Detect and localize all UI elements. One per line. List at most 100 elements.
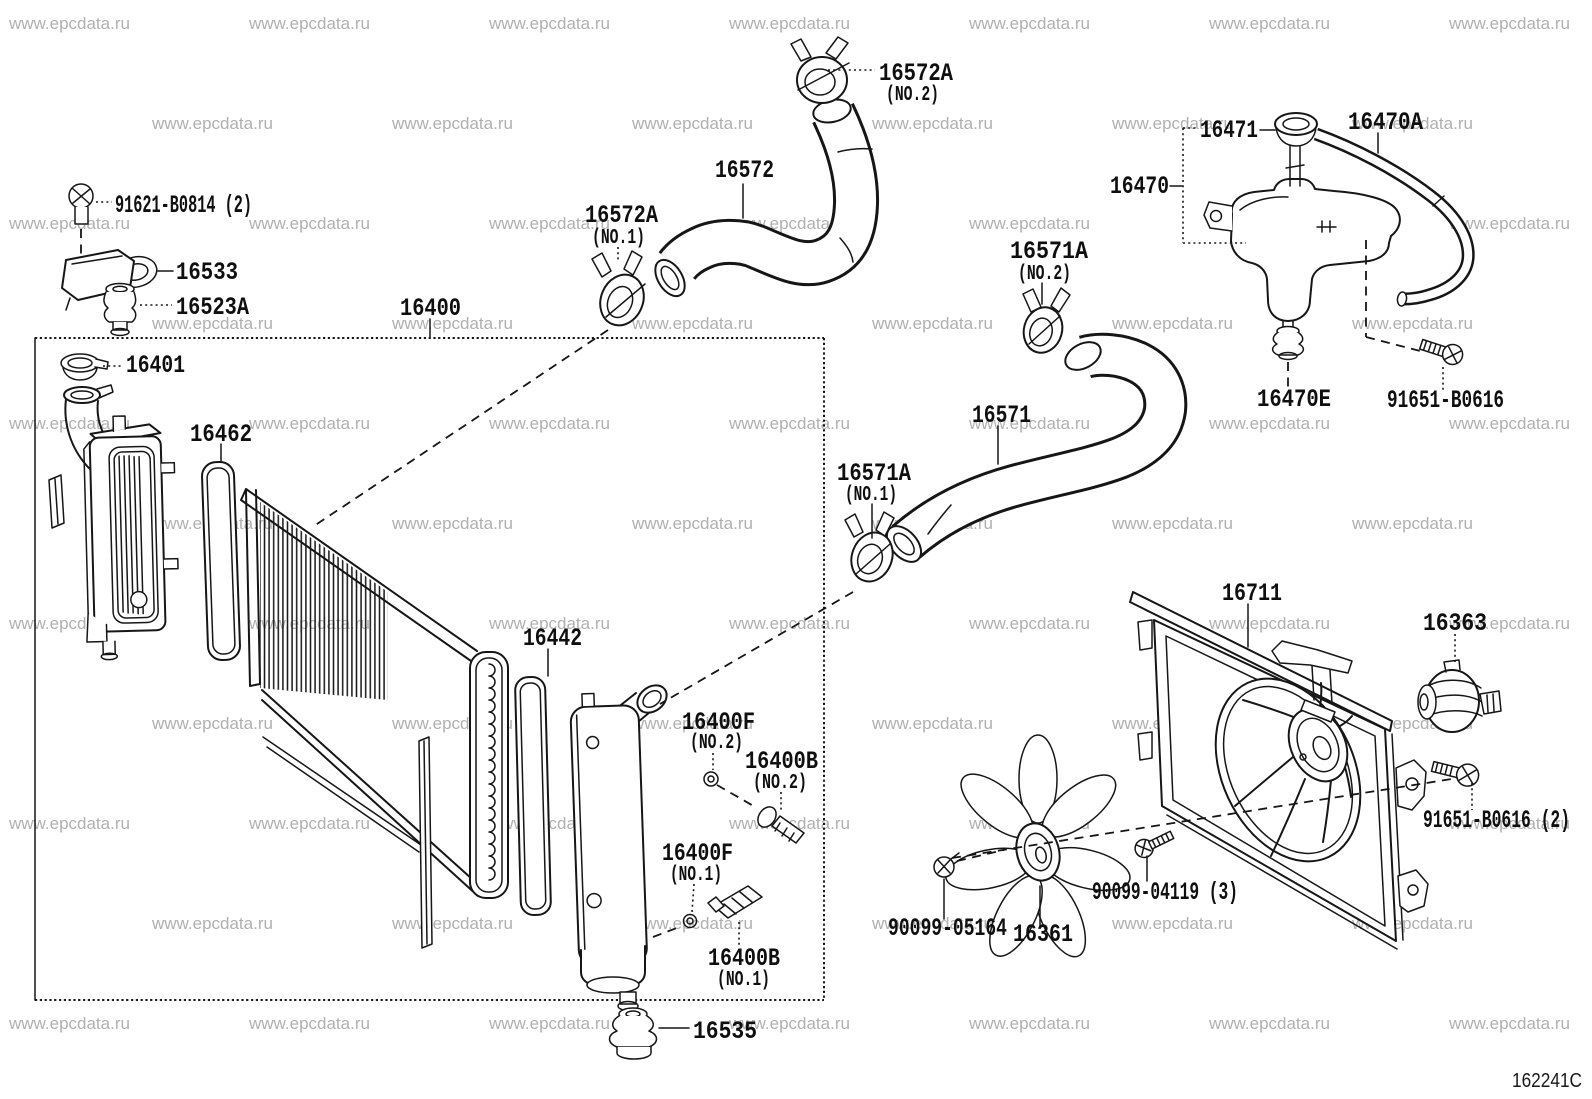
watermark: www.epcdata.ru bbox=[728, 614, 850, 633]
watermark: www.epcdata.ru bbox=[1448, 1014, 1570, 1033]
label-16400B-no2: 16400B bbox=[745, 747, 818, 776]
label-16571A-no1: 16571A bbox=[837, 459, 911, 488]
radiator-assy-box bbox=[34, 318, 825, 1001]
bolt-91651-B0616-2-drawing bbox=[1430, 760, 1480, 810]
watermark: www.epcdata.ru bbox=[1448, 614, 1570, 633]
gasket-16462-drawing bbox=[201, 460, 241, 662]
label-16400: 16400 bbox=[400, 294, 461, 323]
watermark: www.epcdata.ru bbox=[1208, 414, 1330, 433]
label-16401: 16401 bbox=[126, 351, 185, 380]
label-90099-04119: 90099-04119 (3) bbox=[1092, 878, 1238, 907]
label-16400B-no1-sub: (NO.1) bbox=[717, 969, 770, 992]
watermark: www.epcdata.ru bbox=[391, 914, 513, 933]
watermark: www.epcdata.ru bbox=[728, 414, 850, 433]
watermark: www.epcdata.ru bbox=[248, 1014, 370, 1033]
bolt-91651-B0616-drawing bbox=[1365, 240, 1464, 391]
label-16470A: 16470A bbox=[1348, 108, 1423, 137]
label-16470E: 16470E bbox=[1257, 385, 1331, 414]
label-16572A-no1: 16572A bbox=[585, 201, 658, 230]
fan-axis-line bbox=[951, 777, 1459, 859]
watermark: www.epcdata.ru bbox=[8, 814, 130, 833]
watermark: www.epcdata.ru bbox=[1111, 314, 1233, 333]
radiator-core-drawing bbox=[240, 488, 509, 949]
label-16470: 16470 bbox=[1110, 172, 1169, 201]
label-16400F-no2: 16400F bbox=[682, 708, 755, 737]
watermark: www.epcdata.ru bbox=[1448, 14, 1570, 33]
side-seal-strip-drawing bbox=[48, 474, 65, 529]
watermark: www.epcdata.ru bbox=[488, 414, 610, 433]
label-16523A: 16523A bbox=[176, 293, 249, 322]
watermark: www.epcdata.ru bbox=[488, 1014, 610, 1033]
grommet-16523A-drawing bbox=[103, 282, 172, 337]
watermark: www.epcdata.ru bbox=[1351, 514, 1473, 533]
watermark: www.epcdata.ru bbox=[1448, 214, 1570, 233]
label-16400F-no2-sub: (NO.2) bbox=[690, 732, 743, 755]
label-16572A-no2: 16572A bbox=[879, 59, 953, 88]
watermark: www.epcdata.ru bbox=[1208, 614, 1330, 633]
watermark: www.epcdata.ru bbox=[391, 514, 513, 533]
oring-16400F-no2-drawing bbox=[703, 753, 758, 809]
label-91651-B0616-2: 91651-B0616 (2) bbox=[1423, 806, 1570, 835]
watermark: www.epcdata.ru bbox=[151, 714, 273, 733]
label-16400B-no1: 16400B bbox=[708, 944, 780, 973]
label-16571A-no2: 16571A bbox=[1010, 237, 1088, 266]
overflow-pipe-clip-drawing bbox=[68, 183, 112, 258]
label-16400F-no1: 16400F bbox=[662, 839, 733, 868]
label-16571A-no1-sub: (NO.1) bbox=[845, 484, 897, 507]
watermark: www.epcdata.ru bbox=[968, 14, 1090, 33]
watermark: www.epcdata.ru bbox=[1448, 414, 1570, 433]
watermark: www.epcdata.ru bbox=[728, 14, 850, 33]
watermark: www.epcdata.ru bbox=[1208, 14, 1330, 33]
watermark: www.epcdata.ru bbox=[1111, 914, 1233, 933]
leader-hose-to-right-tank bbox=[659, 591, 854, 705]
reserve-tank-drawing bbox=[1203, 178, 1401, 330]
fan-motor-16363-drawing bbox=[1417, 634, 1502, 733]
label-16711: 16711 bbox=[1222, 579, 1282, 608]
label-16361: 16361 bbox=[1013, 920, 1073, 949]
label-16572: 16572 bbox=[715, 156, 774, 185]
watermark: www.epcdata.ru bbox=[631, 314, 753, 333]
grommet-16535-drawing bbox=[608, 1007, 690, 1060]
watermark: www.epcdata.ru bbox=[728, 1014, 850, 1033]
watermark: www.epcdata.ru bbox=[391, 114, 513, 133]
reserve-tank-cap-16471-drawing bbox=[1259, 112, 1318, 187]
label-16400F-no1-sub: (NO.1) bbox=[670, 864, 722, 887]
watermark: www.epcdata.ru bbox=[8, 214, 130, 233]
clamp-16572A-no2-drawing bbox=[790, 36, 875, 104]
watermark: www.epcdata.ru bbox=[151, 114, 273, 133]
core-right-frame bbox=[469, 651, 509, 899]
label-16533: 16533 bbox=[176, 258, 238, 287]
clamp-16571A-no2-drawing bbox=[1022, 282, 1071, 354]
bolt-90099-04119-drawing bbox=[1134, 830, 1175, 882]
grommet-16470E-drawing bbox=[1271, 325, 1305, 389]
clamp-16572A-no1-drawing bbox=[591, 247, 646, 327]
fan-16361-drawing bbox=[945, 734, 1131, 958]
watermark: www.epcdata.ru bbox=[871, 114, 993, 133]
watermark: www.epcdata.ru bbox=[391, 314, 513, 333]
label-16442: 16442 bbox=[523, 624, 582, 653]
labels: 91621-B0814 (2) 16533 16523A 16400 16401… bbox=[115, 59, 1582, 1092]
watermark: www.epcdata.ru bbox=[248, 214, 370, 233]
leader-hose-to-left-tank bbox=[313, 329, 609, 527]
watermark: www.epcdata.ru bbox=[631, 714, 753, 733]
bracket-16470 bbox=[1169, 127, 1246, 244]
watermark: www.epcdata.ru bbox=[631, 514, 753, 533]
diagram-code: 162241C bbox=[1512, 1070, 1582, 1092]
label-91621-B0814: 91621-B0814 (2) bbox=[115, 191, 252, 220]
watermark: www.epcdata.ru bbox=[8, 14, 130, 33]
label-16462: 16462 bbox=[190, 420, 252, 449]
watermark: www.epcdata.ru bbox=[248, 14, 370, 33]
label-16571: 16571 bbox=[972, 401, 1031, 430]
label-16400B-no2-sub: (NO.2) bbox=[753, 772, 807, 795]
watermark: www.epcdata.ru bbox=[968, 614, 1090, 633]
label-90099-05164: 90099-05164 bbox=[888, 914, 1007, 943]
sensor-16400B-no1-drawing bbox=[707, 885, 763, 947]
watermark: www.epcdata.ru bbox=[151, 314, 273, 333]
clamp-16571A-no1-drawing bbox=[844, 503, 895, 583]
reserve-tank-hose-16470A-drawing bbox=[1313, 127, 1475, 307]
watermark: www.epcdata.ru bbox=[968, 214, 1090, 233]
watermark: www.epcdata.ru bbox=[248, 814, 370, 833]
oring-16400F-no1-drawing bbox=[652, 883, 698, 938]
